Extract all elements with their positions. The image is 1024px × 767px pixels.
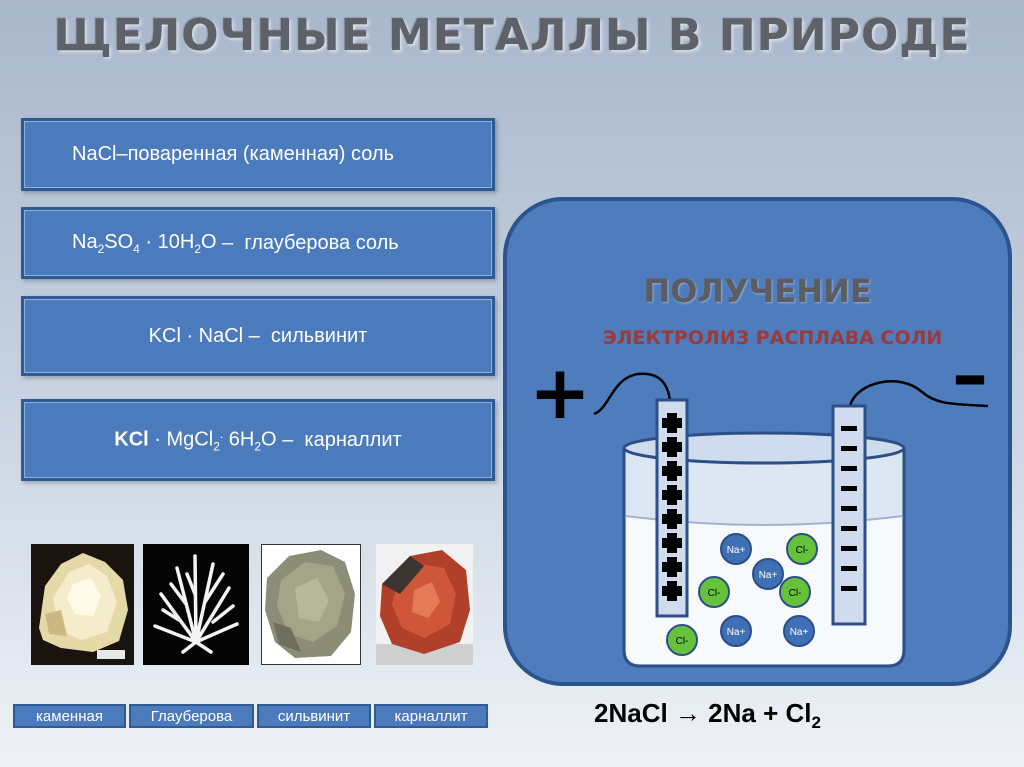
panel-heading: ПОЛУЧЕНИЕ — [643, 272, 872, 310]
svg-text:Na+: Na+ — [759, 570, 778, 581]
ion-na: Na+ — [783, 615, 815, 647]
anode-electrode — [655, 398, 689, 618]
halite-photo — [31, 544, 134, 665]
ion-na: Na+ — [752, 558, 784, 590]
mineral-box-nacl: NaCl–поваренная (каменная) соль — [21, 118, 495, 191]
reaction-equation: 2NaCl → 2Na + Cl2 — [594, 698, 821, 733]
ion-na: Na+ — [720, 533, 752, 565]
photo-label-halite: каменная — [13, 704, 126, 728]
carnallite-photo — [376, 544, 473, 665]
mineral-box-carnallite: KCl · MgCl2. 6H2O – карналлит — [21, 399, 495, 481]
mineral-description: – сильвинит — [243, 324, 368, 347]
ion-cl: Cl- — [698, 576, 730, 608]
svg-text:Cl-: Cl- — [676, 636, 689, 647]
svg-text:Na+: Na+ — [727, 545, 746, 556]
equation-subscript: 2 — [811, 713, 821, 733]
mineral-box-glauber: Na2SO4 · 10H2O – глауберова соль — [21, 207, 495, 279]
svg-text:Cl-: Cl- — [708, 588, 721, 599]
anode-wire — [593, 372, 672, 416]
photo-label-carnallite: карналлит — [374, 704, 488, 728]
cathode-sign: – — [952, 360, 988, 417]
mineral-description: –поваренная (каменная) соль — [116, 143, 395, 165]
electrolysis-diagram: + – Na — [529, 360, 989, 668]
mineral-description: – карналлит — [276, 428, 402, 451]
mineral-formula: NaCl — [72, 143, 117, 165]
ion-cl: Cl- — [666, 624, 698, 656]
equation-lhs: 2NaCl → — [594, 698, 709, 728]
mineral-formula: Na2SO4 · 10H2O — [72, 230, 217, 256]
photo-label-sylvinite: сильвинит — [257, 704, 371, 728]
ion-cl: Cl- — [779, 576, 811, 608]
ion-na: Na+ — [720, 615, 752, 647]
svg-text:Cl-: Cl- — [796, 545, 809, 556]
mineral-formula: KCl · MgCl2. 6H2O — [114, 426, 277, 454]
glauber-salt-photo — [143, 544, 249, 665]
svg-text:Cl-: Cl- — [789, 588, 802, 599]
mineral-box-sylvinite: KCl · NaCl – сильвинит — [21, 296, 495, 376]
ion-cl: Cl- — [786, 533, 818, 565]
anode-sign: + — [529, 360, 591, 436]
svg-text:Na+: Na+ — [790, 627, 809, 638]
sylvinite-photo — [261, 544, 361, 665]
mineral-description: – глауберова соль — [216, 231, 399, 254]
photo-label-glauber: Глауберова — [129, 704, 254, 728]
svg-text:Na+: Na+ — [727, 627, 746, 638]
cathode-wire — [848, 380, 989, 408]
mineral-formula: KCl · NaCl — [148, 324, 244, 347]
page-title: ЩЕЛОЧНЫЕ МЕТАЛЛЫ В ПРИРОДЕ — [53, 10, 971, 61]
equation-rhs: 2Na + Cl — [708, 698, 812, 728]
cathode-electrode — [831, 404, 867, 626]
panel-subheading: ЭЛЕКТРОЛИЗ РАСПЛАВА СОЛИ — [602, 327, 943, 349]
